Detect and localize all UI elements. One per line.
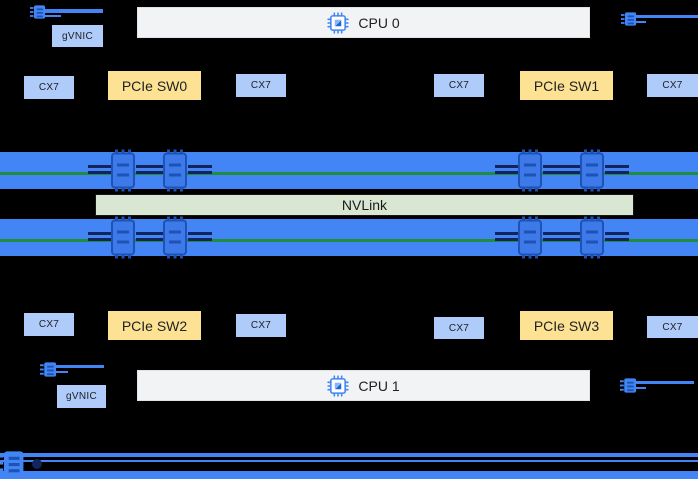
uplink-line xyxy=(45,15,61,17)
cx7-label: CX7 xyxy=(662,321,683,333)
uplink-line xyxy=(0,453,698,457)
pcie-sw0-box: PCIe SW0 xyxy=(108,71,201,100)
gvnic-box-top: gVNIC xyxy=(52,25,103,47)
cpu-0-box: CPU 0 xyxy=(137,7,590,38)
gpu-link-segment xyxy=(188,232,212,235)
pcie-sw1-box: PCIe SW1 xyxy=(520,71,613,100)
cx7-nic-box: CX7 xyxy=(434,317,484,339)
nvlink-label: NVLink xyxy=(341,197,388,213)
cx7-label: CX7 xyxy=(662,80,683,91)
uplink-line xyxy=(636,15,698,18)
gpu-chip-icon xyxy=(110,216,136,259)
cpu-1-box: CPU 1 xyxy=(137,370,590,401)
cpu-0-label: CPU 0 xyxy=(358,14,400,31)
dark-dot xyxy=(32,459,42,469)
gpu-link-segment xyxy=(543,232,581,235)
cx7-label: CX7 xyxy=(448,322,470,334)
cpu-chip-icon xyxy=(327,375,349,397)
gpu-link-segment xyxy=(88,165,112,168)
uplink-line xyxy=(636,381,694,384)
gpu-link-segment xyxy=(495,232,519,235)
cpu-chip-icon xyxy=(327,12,349,34)
gvnic-box-bottom: gVNIC xyxy=(57,385,106,408)
gpu-link-segment xyxy=(88,232,112,235)
uplink-line xyxy=(56,371,68,373)
cx7-label: CX7 xyxy=(38,82,60,93)
cx7-nic-box: CX7 xyxy=(647,316,698,338)
nvlink-rail xyxy=(0,172,698,175)
gpu-link-segment xyxy=(136,232,164,235)
gpu-link-segment xyxy=(543,165,581,168)
network-uplink-bottom-left xyxy=(40,361,110,381)
pcie-sw3-label: PCIe SW3 xyxy=(533,317,600,334)
uplink-line xyxy=(56,365,104,368)
nic-port-icon xyxy=(621,11,637,27)
gpu-chip-icon xyxy=(517,216,543,259)
truncated-band xyxy=(0,471,698,479)
gpu-chip-icon xyxy=(110,149,136,192)
cx7-label: CX7 xyxy=(250,320,272,331)
gvnic-label: gVNIC xyxy=(62,30,93,42)
cx7-nic-box: CX7 xyxy=(236,74,286,97)
cx7-label: CX7 xyxy=(38,319,60,330)
gpu-link-segment xyxy=(605,165,629,168)
uplink-line xyxy=(0,460,698,462)
cx7-label: CX7 xyxy=(448,80,470,91)
gpu-band-lower xyxy=(0,219,698,256)
uplink-line xyxy=(636,387,646,389)
network-uplink-top-right xyxy=(621,11,698,31)
cx7-label: CX7 xyxy=(250,80,272,91)
nic-port-icon xyxy=(40,361,57,378)
gpu-link-segment xyxy=(605,232,629,235)
cx7-nic-box: CX7 xyxy=(647,74,698,97)
pcie-sw0-label: PCIe SW0 xyxy=(121,77,188,94)
gpu-chip-icon xyxy=(579,216,605,259)
gpu-link-segment xyxy=(136,165,164,168)
cx7-nic-box: CX7 xyxy=(434,74,484,97)
nic-port-icon xyxy=(0,449,25,477)
gpu-chip-icon xyxy=(517,149,543,192)
gpu-chip-icon xyxy=(162,149,188,192)
pcie-sw1-label: PCIe SW1 xyxy=(533,77,600,94)
network-uplink-top-left xyxy=(30,4,122,24)
nic-port-icon xyxy=(620,377,637,394)
cx7-nic-box: CX7 xyxy=(24,313,74,336)
pcie-sw2-label: PCIe SW2 xyxy=(121,317,188,334)
nvlink-bar: NVLink xyxy=(95,194,634,216)
cx7-nic-box: CX7 xyxy=(236,314,286,337)
gpu-link-segment xyxy=(495,165,519,168)
nic-port-icon xyxy=(30,4,46,20)
network-uplink-bottom-right xyxy=(620,377,698,397)
uplink-line xyxy=(636,21,646,23)
gpu-chip-icon xyxy=(162,216,188,259)
gvnic-label: gVNIC xyxy=(66,391,97,402)
nvlink-rail xyxy=(0,239,698,242)
pcie-sw3-box: PCIe SW3 xyxy=(520,311,613,340)
cpu-1-label: CPU 1 xyxy=(358,377,400,394)
pcie-sw2-box: PCIe SW2 xyxy=(108,311,201,340)
gpu-chip-icon xyxy=(579,149,605,192)
gpu-band-upper xyxy=(0,152,698,189)
gpu-link-segment xyxy=(188,165,212,168)
uplink-line xyxy=(45,9,103,13)
cx7-nic-box: CX7 xyxy=(24,76,74,99)
